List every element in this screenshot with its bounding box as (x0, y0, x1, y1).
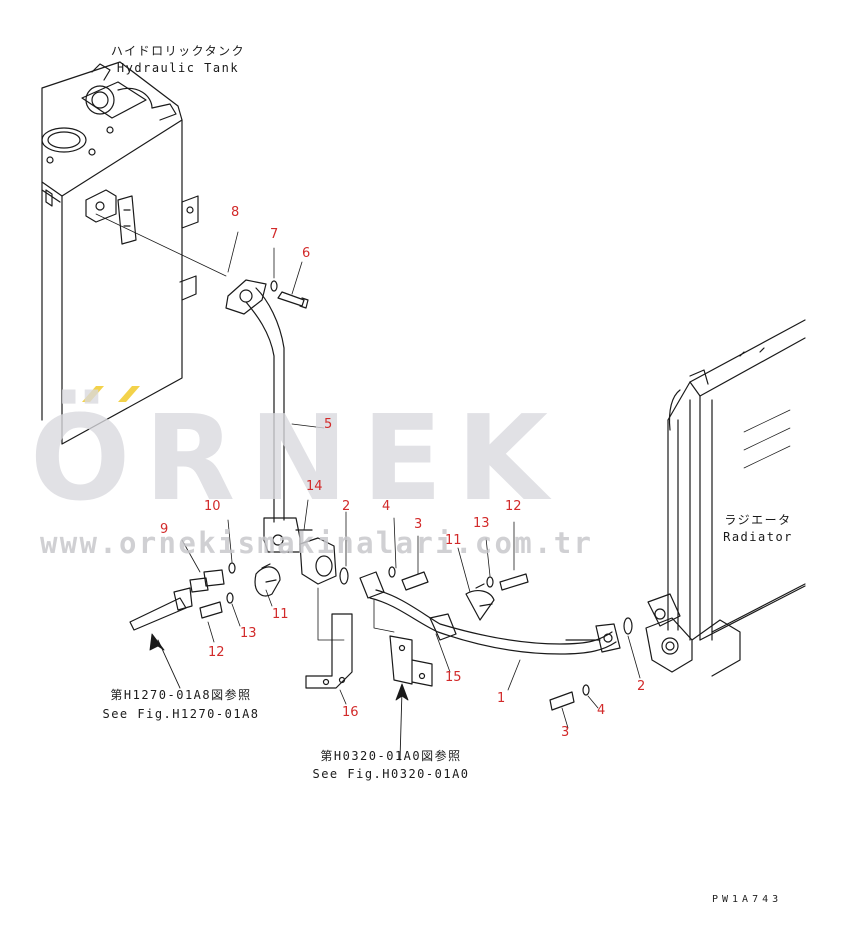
callout-12-lower: 12 (208, 645, 225, 660)
callout-14: 14 (306, 479, 323, 494)
callout-16: 16 (342, 705, 359, 720)
reference-arrows (149, 633, 409, 761)
callout-9: 9 (160, 522, 169, 537)
hydraulic-tank (41, 61, 227, 445)
callout-11-lower: 11 (272, 607, 289, 622)
reference-a-jp: 第H1270-01A8図参照 (110, 688, 252, 702)
watermark-brand: ÖRNEK (30, 389, 562, 527)
callout-13-upper: 13 (473, 516, 490, 531)
callout-3-upper: 3 (414, 517, 423, 532)
hose-assembly-1 (359, 566, 621, 711)
callout-13-lower: 13 (240, 626, 257, 641)
callout-4-lower: 4 (597, 703, 606, 718)
callout-6: 6 (302, 246, 311, 261)
callout-8: 8 (231, 205, 240, 220)
callout-10: 10 (204, 499, 221, 514)
reference-b-en: See Fig.H0320-01A0 (312, 767, 470, 781)
callout-1: 1 (497, 691, 506, 706)
callout-12-upper: 12 (505, 499, 522, 514)
callout-2-upper: 2 (342, 499, 351, 514)
callout-2-lower: 2 (637, 679, 646, 694)
watermark-url: www.ornekismakinalari.com.tr (40, 526, 594, 560)
radiator-label-en: Radiator (723, 530, 793, 544)
fittings-left (129, 537, 349, 631)
reference-b-jp: 第H0320-01A0図参照 (320, 749, 462, 763)
callout-7: 7 (270, 227, 279, 242)
tank-label-en: Hydraulic Tank (116, 61, 240, 75)
callout-3-lower: 3 (561, 725, 570, 740)
callout-5: 5 (324, 417, 333, 432)
callout-4-upper: 4 (382, 499, 391, 514)
leader-lines (181, 231, 641, 729)
pipe-assembly-5 (225, 279, 313, 553)
tank-label-jp: ハイドロリックタンク (110, 44, 246, 58)
callout-11-upper: 11 (445, 533, 462, 548)
radiator-label-jp: ラジエータ (724, 513, 792, 527)
watermark-accent (82, 386, 140, 402)
brackets (305, 613, 433, 689)
radiator (623, 319, 806, 677)
reference-a-en: See Fig.H1270-01A8 (102, 707, 260, 721)
callout-15: 15 (445, 670, 462, 685)
drawing-code: PW1A743 (712, 894, 783, 905)
